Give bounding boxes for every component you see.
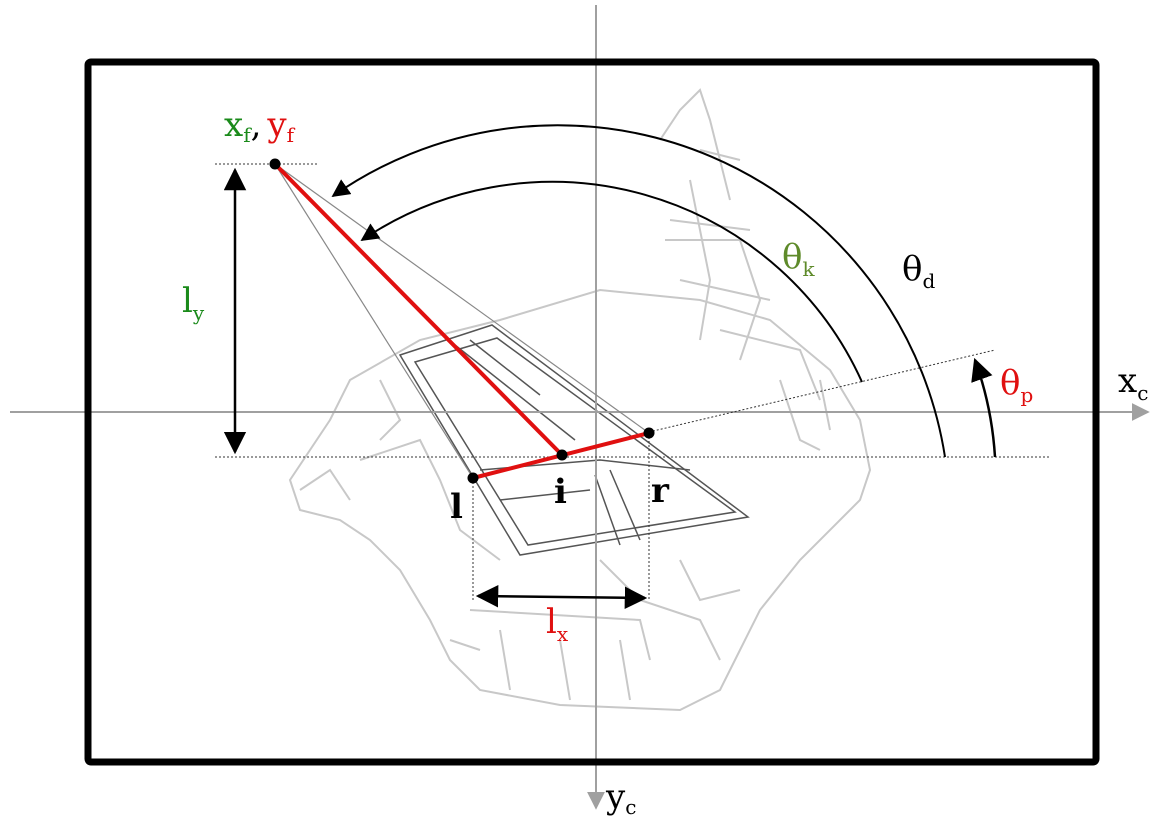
- point-i-dot: [557, 450, 568, 461]
- theta-p-arc: [975, 360, 995, 457]
- point-l-dot: [468, 473, 479, 484]
- ray-to-l: [275, 164, 473, 478]
- label-theta-k: θk: [782, 237, 815, 281]
- label-xc: xc: [1118, 361, 1148, 405]
- label-point-l: l: [450, 487, 463, 527]
- label-theta-d: θd: [902, 249, 935, 293]
- theta-k-arc: [362, 182, 862, 382]
- focal-point-dot: [270, 159, 281, 170]
- label-theta-p: θp: [1000, 363, 1033, 407]
- label-lx: lx: [546, 602, 569, 646]
- ray-to-r: [275, 164, 649, 433]
- label-point-r: r: [651, 471, 670, 511]
- point-r-dot: [644, 428, 655, 439]
- label-ly: ly: [182, 281, 205, 325]
- label-point-i: i: [554, 472, 567, 512]
- label-yc: yc: [605, 777, 636, 819]
- label-xf-yf: xf,yf: [224, 105, 296, 147]
- lx-arrow: [478, 596, 645, 598]
